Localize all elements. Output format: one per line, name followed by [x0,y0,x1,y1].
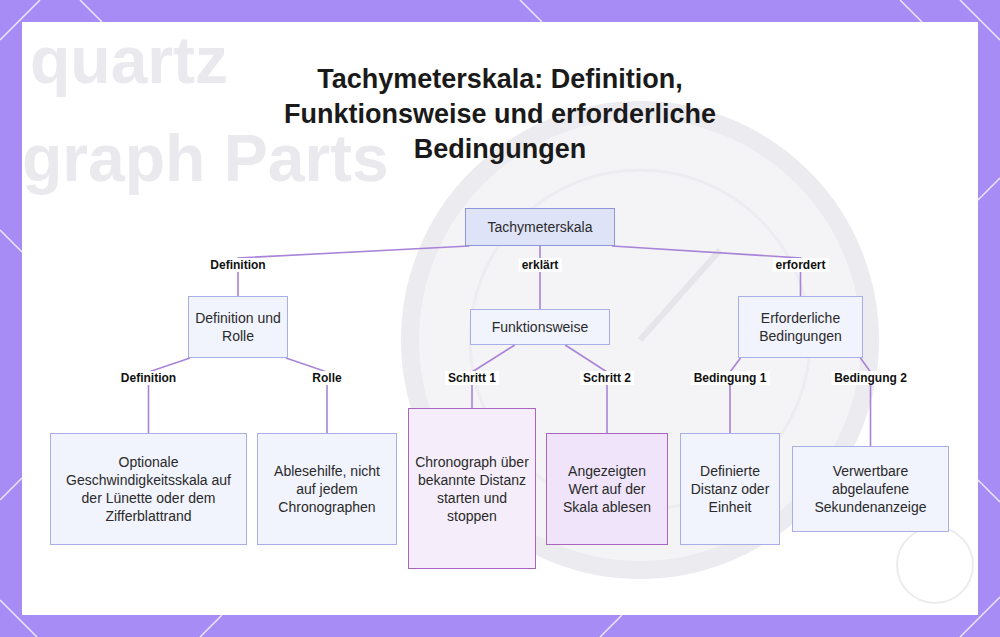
box-text: Optionale Geschwindigkeitsskala auf der … [57,453,240,525]
connector-line [730,358,741,433]
concept-box: Chronograph über bekannte Distanz starte… [408,408,536,569]
box-text: Funktionsweise [492,318,589,336]
box-text: Chronograph über bekannte Distanz starte… [415,453,529,525]
box-text: Verwertbare abgelaufene Sekundenanzeige [799,462,942,516]
edge-label: Schritt 2 [580,371,634,385]
edge-label: Definition [118,371,179,385]
concept-box: Ablesehilfe, nicht auf jedem Chronograph… [257,433,397,545]
connector-line [565,345,607,433]
concept-box: Erforderliche Bedingungen [738,296,863,358]
box-content: Erforderliche Bedingungen [745,309,856,345]
concept-box: Verwertbare abgelaufene Sekundenanzeige [792,446,949,532]
edge-label: Bedingung 2 [831,371,910,385]
box-text: Ablesehilfe, nicht auf jedem Chronograph… [264,462,390,516]
concept-box: Definierte Distanz oder Einheit [680,433,780,545]
watermark-text: quartz [30,22,228,98]
root-box: Tachymeterskala [465,208,615,246]
box-text: Erforderliche Bedingungen [745,309,856,345]
box-content: Angezeigten Wert auf der Skala ablesen [553,462,661,516]
concept-box: Angezeigten Wert auf der Skala ablesen [546,433,668,545]
connector-line [539,246,541,309]
edge-label: Rolle [309,371,344,385]
box-content: Ablesehilfe, nicht auf jedem Chronograph… [264,462,390,516]
edge-label: Definition [207,258,268,272]
box-text: Angezeigten Wert auf der Skala ablesen [553,462,661,516]
box-content: Verwertbare abgelaufene Sekundenanzeige [799,462,942,516]
box-content: Chronograph über bekannte Distanz starte… [415,453,529,525]
edge-label: erfordert [772,258,828,272]
watermark-text: graph Parts [22,120,389,196]
box-text: Definition und Rolle [195,309,281,345]
box-content: Tachymeterskala [487,218,592,236]
box-content: Definition und Rolle [195,309,281,345]
box-text: Definierte Distanz oder Einheit [687,462,773,516]
connector-line [238,246,470,296]
connector-line [149,358,191,433]
edge-label: Bedingung 1 [691,371,770,385]
concept-box: Definition und Rolle [188,296,288,358]
edge-label: erklärt [519,258,562,272]
concept-box: Optionale Geschwindigkeitsskala auf der … [50,433,247,545]
box-content: Funktionsweise [492,318,589,336]
diagram-title: Tachymeterskala: Definition, Funktionswe… [230,62,770,167]
connector-line [286,358,327,433]
concept-box: Funktionsweise [470,309,610,345]
edge-label: Schritt 1 [445,371,499,385]
box-content: Optionale Geschwindigkeitsskala auf der … [57,453,240,525]
box-content: Definierte Distanz oder Einheit [687,462,773,516]
box-text: Tachymeterskala [487,218,592,236]
